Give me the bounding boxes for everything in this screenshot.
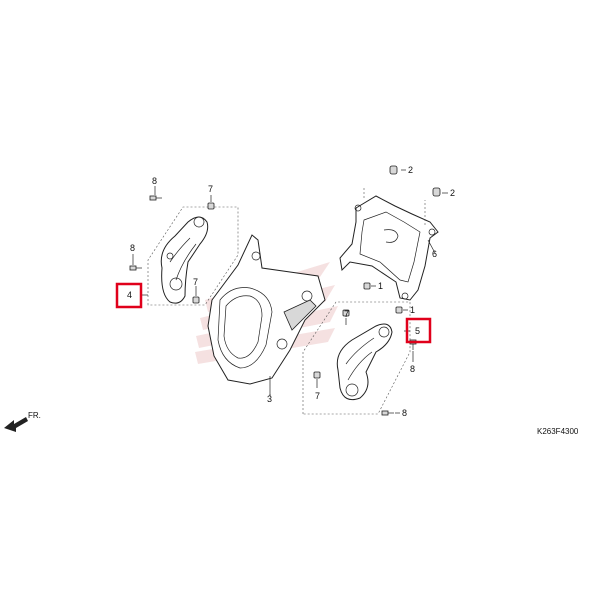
callout-8: 8 [402,408,407,418]
headlight-cover [207,234,326,396]
headlight-stay-frame [339,186,439,301]
front-label: FR. [28,411,41,420]
callout-4: 4 [127,290,132,300]
callout-2: 2 [450,188,455,198]
left-bracket-group [147,206,239,306]
callout-2: 2 [408,165,413,175]
callout-1: 1 [378,281,383,291]
right-bracket-group [302,301,411,415]
highlight-box-5 [405,317,432,344]
callout-6: 6 [432,249,437,259]
callout-7: 7 [208,184,213,194]
callout-1: 1 [410,305,415,315]
diagram-code: K263F4300 [537,427,579,436]
callout-3: 3 [267,394,272,404]
callout-7: 7 [344,309,349,319]
callout-8: 8 [130,243,135,253]
grommet-lower [432,187,441,197]
callout-7: 7 [193,277,198,287]
front-direction-arrow: FR. [4,411,41,432]
callout-7: 7 [315,391,320,401]
callout-5: 5 [415,326,420,336]
callout-8: 8 [410,364,415,374]
callout-labels: 2 2 1 1 3 4 5 6 7 7 7 7 8 8 8 8 [127,165,455,418]
highlight-box-4 [115,282,143,309]
grommet-upper [389,165,398,175]
leader-lines [132,169,448,414]
callout-8: 8 [152,176,157,186]
